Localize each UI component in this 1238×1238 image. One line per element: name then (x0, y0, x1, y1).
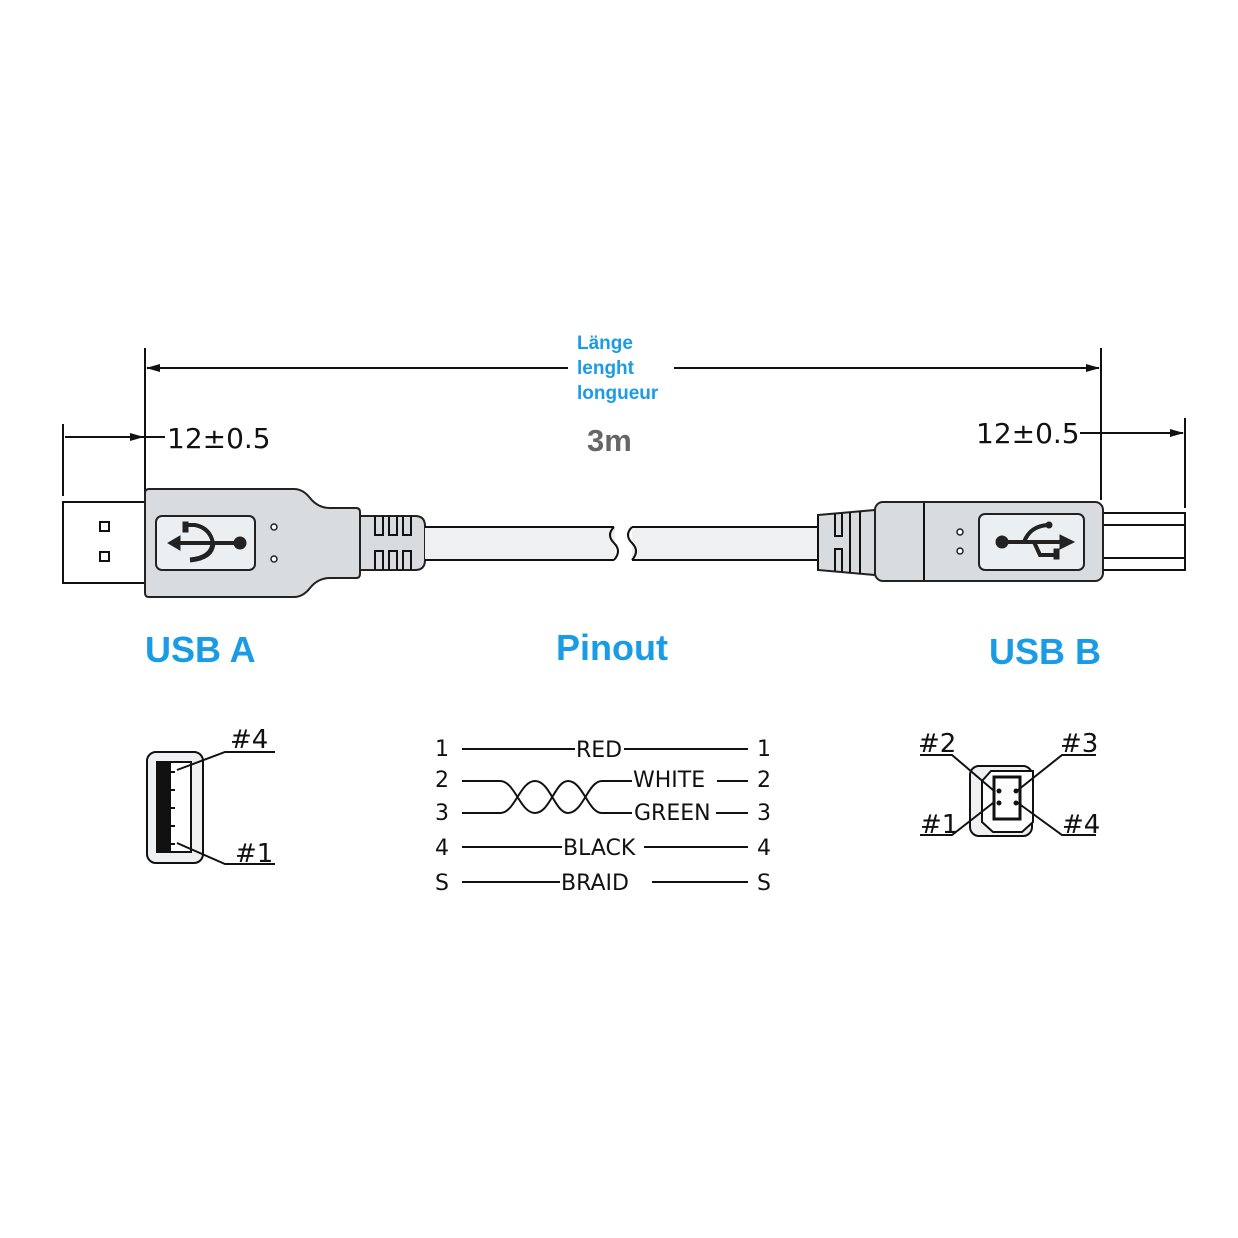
right-tolerance-dimension: 12±0.5 (976, 417, 1186, 508)
pin-left: S (435, 871, 449, 896)
tolerance-right: 12±0.5 (976, 417, 1080, 450)
cable-break-mark (609, 526, 637, 561)
pin-right: 2 (757, 768, 771, 793)
usb-b-port-face: #2 #3 #1 #4 (918, 729, 1100, 840)
usb-a-title: USB A (145, 629, 256, 670)
usb-b-pin-3: #3 (1060, 729, 1098, 759)
length-label-de: Länge (577, 333, 633, 354)
length-label-fr: longueur (577, 383, 659, 404)
usb-a-port-face: #4 #1 (146, 725, 275, 869)
pin-right: 3 (757, 801, 771, 826)
pinout-row: 3 GREEN 3 (435, 801, 771, 826)
usb-b-plug (817, 501, 1186, 582)
usb-a-pin-4: #4 (230, 725, 268, 755)
usb-b-pin-4: #4 (1062, 810, 1100, 840)
wire-label: GREEN (634, 801, 711, 826)
pinout-row: 1 RED 1 (435, 737, 771, 763)
twisted-pair (462, 779, 632, 815)
pinout-row: 4 BLACK 4 (435, 836, 771, 861)
tolerance-left: 12±0.5 (167, 422, 271, 455)
pinout-row: S BRAID S (435, 871, 771, 896)
pin-left: 4 (435, 836, 449, 861)
usb-trident-icon (167, 521, 247, 563)
pinout-row: 2 WHITE 2 (435, 768, 771, 793)
wire-label: BRAID (561, 871, 629, 896)
pinout-table: 1 RED 1 2 WHITE 2 3 GREEN 3 4 BLACK 4 S (435, 737, 771, 896)
usb-a-pin-1: #1 (235, 839, 273, 869)
pin-left: 3 (435, 801, 449, 826)
length-dimension: Länge lenght longueur 3m (144, 333, 1102, 500)
left-tolerance-dimension: 12±0.5 (62, 422, 271, 496)
usb-a-metal-shell (62, 501, 146, 584)
wire-label: BLACK (563, 836, 636, 861)
pin-right: S (757, 871, 771, 896)
usb-b-pin-2: #2 (918, 729, 956, 759)
pin-left: 1 (435, 737, 449, 762)
wire-label: WHITE (633, 768, 705, 793)
cable (425, 526, 820, 561)
length-value: 3m (587, 423, 632, 458)
length-label-en: lenght (577, 358, 635, 379)
usb-b-title: USB B (989, 631, 1101, 672)
pinout-title: Pinout (556, 627, 668, 668)
pin-right: 4 (757, 836, 771, 861)
usb-b-metal-shell (1102, 512, 1186, 571)
usb-a-plug (62, 488, 426, 598)
pin-right: 1 (757, 737, 771, 762)
wire-label: RED (576, 738, 622, 763)
pin-left: 2 (435, 768, 449, 793)
usb-trident-icon (995, 521, 1076, 560)
usb-b-pin-1: #1 (920, 810, 958, 840)
